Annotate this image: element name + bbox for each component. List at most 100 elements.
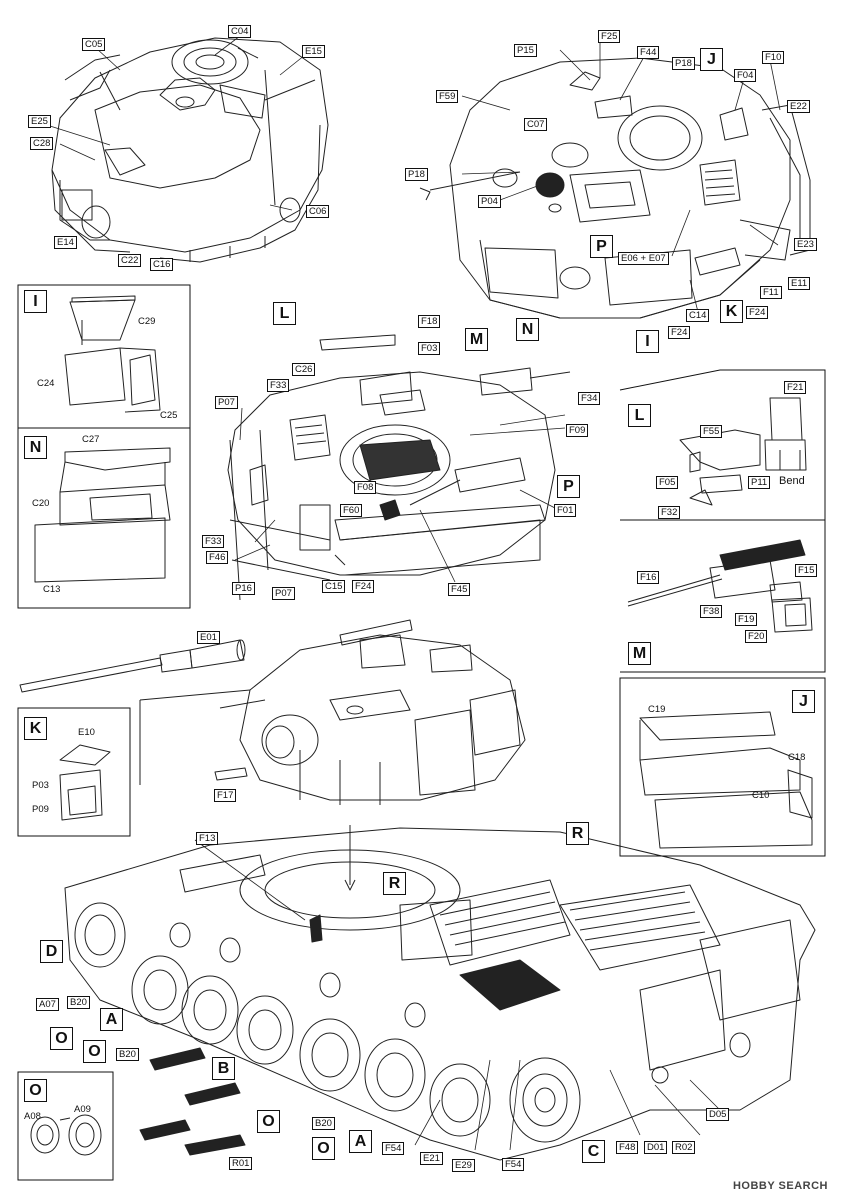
part-label: C16: [150, 258, 174, 271]
part-label: E14: [54, 236, 77, 249]
part-label: B20: [312, 1117, 335, 1130]
part-label: F18: [418, 315, 441, 328]
part-label: E21: [420, 1152, 443, 1165]
part-label: D05: [706, 1108, 730, 1121]
part-label: R01: [229, 1157, 253, 1170]
part-label: F33: [202, 535, 225, 548]
part-label: P18: [405, 168, 428, 181]
part-label: B20: [67, 996, 90, 1009]
part-label: F04: [734, 69, 757, 82]
part-label: F45: [448, 583, 471, 596]
panel-n-frame: [17, 427, 191, 609]
part-label: F59: [436, 90, 459, 103]
panel-o-key: O: [24, 1079, 47, 1102]
part-label: F11: [760, 286, 782, 299]
key-a-label: A: [100, 1008, 123, 1031]
part-label: E06 + E07: [618, 252, 669, 265]
part-label: C07: [524, 118, 548, 131]
part-label: P04: [478, 195, 501, 208]
panel-n-drawing: [34, 447, 171, 583]
key-n-label: N: [516, 318, 539, 341]
part-label: A09: [74, 1104, 91, 1115]
part-label: E22: [787, 100, 810, 113]
part-label: F44: [637, 46, 660, 59]
key-r-label: R: [383, 872, 406, 895]
part-label: F05: [656, 476, 679, 489]
key-j-label: J: [700, 48, 723, 71]
turret-front-drawing: [419, 57, 811, 319]
part-label: C22: [118, 254, 142, 267]
part-label: F46: [206, 551, 229, 564]
part-label: F03: [418, 342, 441, 355]
panel-k-frame: [17, 707, 131, 837]
panel-i-drawing: [64, 295, 161, 413]
part-label: P03: [32, 780, 49, 791]
part-label: E10: [78, 727, 95, 738]
part-label: F54: [502, 1158, 525, 1171]
part-label: F60: [340, 504, 363, 517]
key-p-label: P: [557, 475, 580, 498]
part-label: P07: [215, 396, 238, 409]
part-label: C13: [43, 584, 61, 595]
part-label: C20: [32, 498, 50, 509]
part-label: P16: [232, 582, 255, 595]
turret-lower-drawing: [214, 619, 526, 805]
hull-drawing: [64, 825, 816, 1161]
key-o-label: O: [50, 1027, 73, 1050]
part-label: C14: [686, 309, 710, 322]
part-label: B20: [116, 1048, 139, 1061]
bend-note: Bend: [779, 475, 805, 487]
key-m-label: M: [465, 328, 488, 351]
part-label: C15: [322, 580, 346, 593]
key-o-label: O: [257, 1110, 280, 1133]
part-label: C06: [306, 205, 330, 218]
key-b-label: B: [212, 1057, 235, 1080]
part-label: C04: [228, 25, 252, 38]
part-label: R02: [672, 1141, 696, 1154]
part-label: C05: [82, 38, 106, 51]
part-label: F21: [784, 381, 807, 394]
part-label: F25: [598, 30, 621, 43]
part-label: C27: [82, 434, 100, 445]
part-label: F19: [735, 613, 758, 626]
panel-k-drawing: [59, 744, 111, 821]
part-label: E29: [452, 1159, 475, 1172]
part-label: A08: [24, 1111, 41, 1122]
part-label: F17: [214, 789, 237, 802]
key-o-label: O: [83, 1040, 106, 1063]
panel-m-drawing: [627, 539, 813, 633]
part-label: P18: [672, 57, 695, 70]
part-label: F08: [354, 481, 377, 494]
part-label: C26: [292, 363, 316, 376]
part-label: C28: [30, 137, 54, 150]
part-label: F54: [382, 1142, 405, 1155]
part-label: F16: [637, 571, 660, 584]
part-label: P07: [272, 587, 295, 600]
part-label: F10: [762, 51, 785, 64]
panel-n-key: N: [24, 436, 47, 459]
part-label: E01: [197, 631, 220, 644]
part-label: F38: [700, 605, 723, 618]
key-p-label: P: [590, 235, 613, 258]
panel-j-frame: [619, 677, 826, 857]
gun-barrel-drawing: [19, 639, 251, 785]
key-o-label: O: [312, 1137, 335, 1160]
part-label: F24: [352, 580, 375, 593]
logo-text: HOBBY SEARCH: [732, 1180, 828, 1192]
part-label: D01: [644, 1141, 668, 1154]
part-label: F34: [578, 392, 601, 405]
part-label: P11: [748, 476, 771, 489]
part-label: C10: [752, 790, 770, 801]
key-r-label: R: [566, 822, 589, 845]
part-label: F13: [196, 832, 219, 845]
part-label: C24: [37, 378, 55, 389]
panel-l-m-frame: [619, 369, 826, 673]
part-label: C19: [648, 704, 666, 715]
part-label: E25: [28, 115, 51, 128]
part-label: P15: [514, 44, 537, 57]
part-label: F09: [566, 424, 589, 437]
part-label: F33: [267, 379, 290, 392]
key-a-label: A: [349, 1130, 372, 1153]
